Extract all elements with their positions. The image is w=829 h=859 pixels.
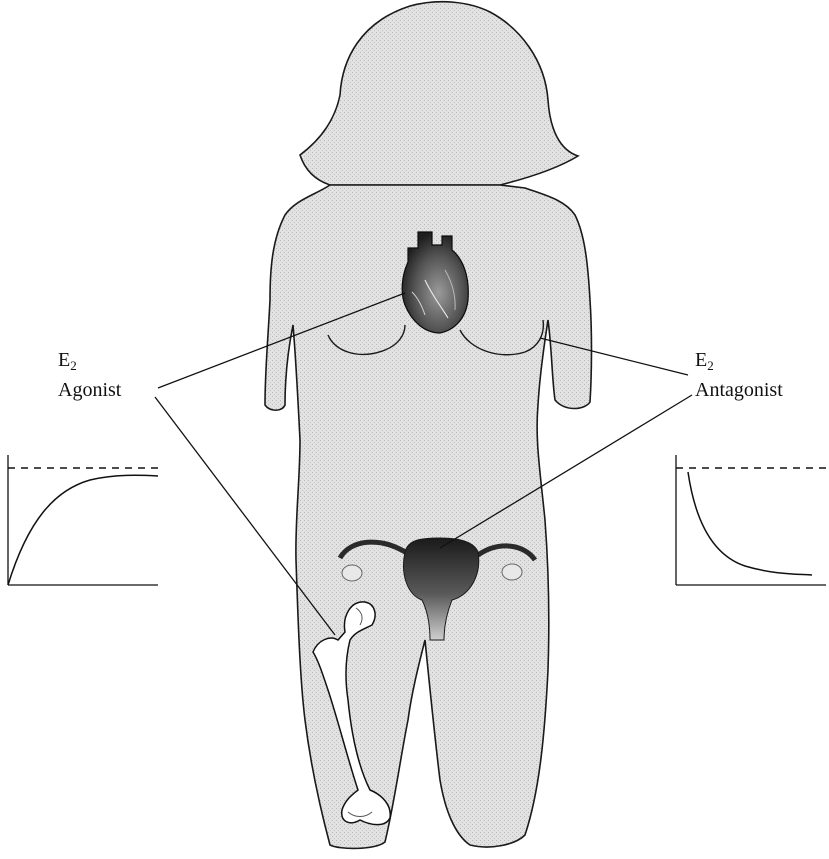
antagonist-plot-curve	[688, 472, 812, 575]
agonist-plot	[8, 455, 158, 585]
antagonist-plot	[676, 455, 826, 585]
antagonist-label: E2 Antagonist	[695, 348, 783, 402]
antagonist-symbol: E2	[695, 348, 783, 378]
agonist-symbol: E2	[58, 348, 121, 378]
agonist-text: Agonist	[58, 378, 121, 402]
head-hair-silhouette	[300, 2, 578, 185]
antagonist-text: Antagonist	[695, 378, 783, 402]
agonist-label: E2 Agonist	[58, 348, 121, 402]
agonist-plot-curve	[8, 475, 158, 585]
